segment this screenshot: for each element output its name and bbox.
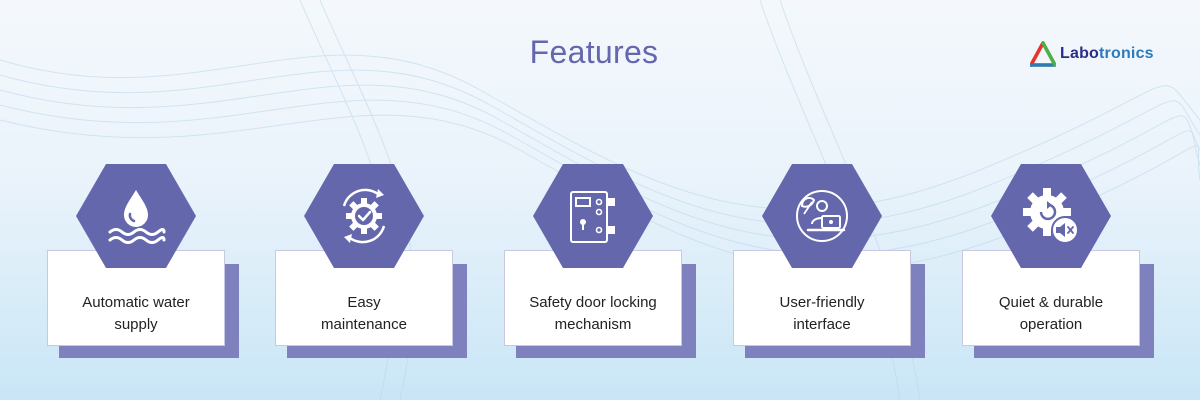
feature-card-quiet-durable-operation: Quiet & durable operation [962,164,1154,358]
labotronics-logo: Labotronics [1030,40,1154,68]
logo-text-part2: tronics [1099,45,1154,62]
gear-mute-icon [1023,188,1079,244]
water-drop-icon [108,190,166,244]
door-lock-icon [570,191,615,243]
feature-label-line2: operation [1019,316,1083,333]
feature-label-line1: User-friendly [779,294,865,311]
hexagon-badge [533,164,653,268]
feature-card-safety-door-locking: Safety door locking mechanism [504,164,696,358]
triangle-logo-icon [1030,41,1056,67]
feature-card-automatic-water-supply: Automatic water supply [47,164,239,358]
feature-label-line1: Automatic water [82,294,190,311]
feature-label-line1: Safety door locking [529,294,657,311]
logo-wordmark: Labotronics [1060,45,1154,63]
feature-label: User-friendly interface [733,292,911,336]
feature-label-line2: interface [793,316,851,333]
user-laptop-icon [796,190,848,242]
feature-label: Easy maintenance [275,292,453,336]
logo-text-part1: Labo [1060,45,1100,62]
feature-card-easy-maintenance: Easy maintenance [275,164,467,358]
feature-label-line1: Quiet & durable [998,294,1104,311]
feature-label: Quiet & durable operation [962,292,1140,336]
feature-label-line1: Easy [347,294,381,311]
feature-label: Safety door locking mechanism [504,292,682,336]
feature-label: Automatic water supply [47,292,225,336]
feature-label-line2: mechanism [554,316,632,333]
feature-card-user-friendly-interface: User-friendly interface [733,164,925,358]
feature-label-line2: maintenance [321,316,407,333]
page-title: Features [529,34,659,70]
gear-check-icon [342,188,386,244]
feature-label-line2: supply [114,316,158,333]
